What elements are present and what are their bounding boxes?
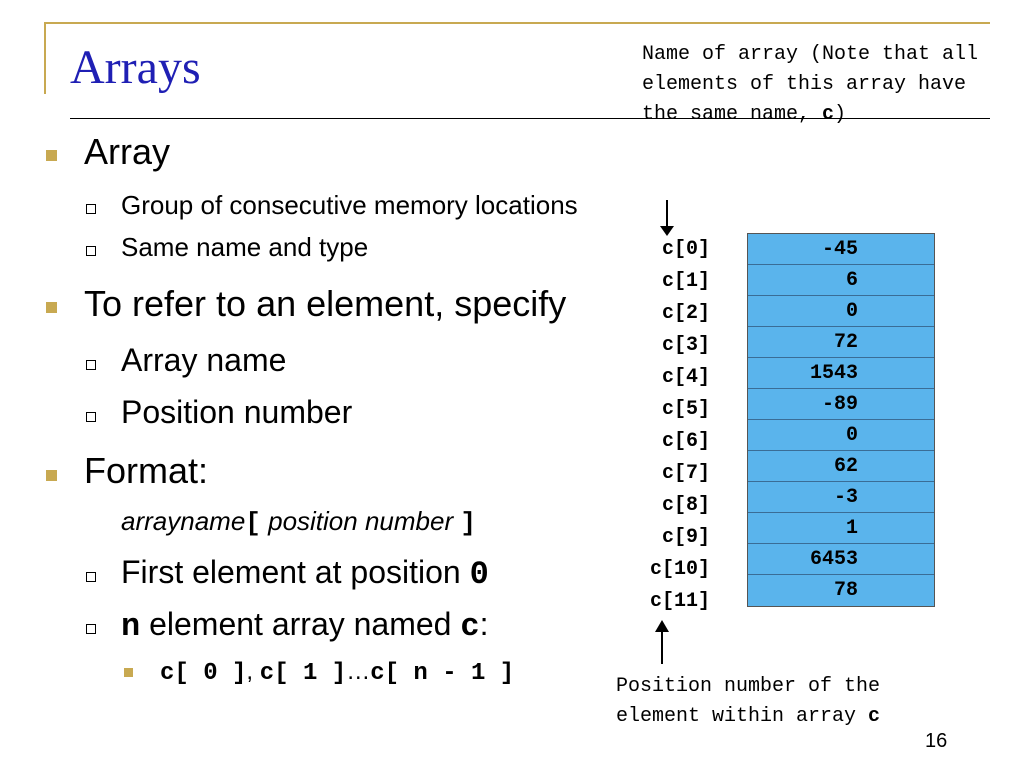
square-bullet-icon: [46, 302, 57, 313]
bullet-format: Format:: [84, 450, 209, 491]
frame-top-line: [44, 22, 990, 24]
array-name-note-suffix: ): [834, 103, 847, 126]
bullet-n-element: n element array named c:: [121, 606, 488, 645]
example-b: c[ 1 ]: [259, 660, 347, 687]
array-cell: 6: [748, 265, 934, 296]
position-number-note: Position number of the element within ar…: [616, 672, 976, 732]
first-element-code: 0: [469, 556, 489, 593]
array-cell: 72: [748, 327, 934, 358]
array-name-note-bold: c: [822, 103, 835, 126]
array-index-label: c[8]: [661, 494, 710, 517]
example-ellipsis: …: [346, 658, 371, 685]
hollow-square-bullet-icon: [86, 572, 96, 582]
example-comma: ,: [246, 658, 260, 685]
array-cell: 78: [748, 575, 934, 606]
array-index-label: c[0]: [661, 238, 710, 261]
array-cell: -89: [748, 389, 934, 420]
array-index-label: c[2]: [661, 302, 710, 325]
array-cell: 1543: [748, 358, 934, 389]
array-cell: 0: [748, 420, 934, 451]
bullet-array: Array: [84, 131, 171, 172]
page-number: 16: [925, 730, 948, 752]
n-element-text: element array named: [140, 606, 461, 642]
title-rule: [70, 118, 990, 119]
n-element-code-n: n: [121, 608, 141, 645]
bullet-group: Group of consecutive memory locations: [121, 190, 578, 220]
hollow-square-bullet-icon: [86, 360, 96, 370]
n-element-code-c: c: [460, 608, 480, 645]
array-index-label: c[7]: [661, 462, 710, 485]
first-element-text: First element at position: [121, 554, 470, 590]
format-position: position number: [260, 506, 461, 536]
square-bullet-icon: [46, 150, 57, 161]
array-index-label: c[6]: [661, 430, 710, 453]
slide-title: Arrays: [70, 41, 201, 94]
n-element-colon: :: [479, 606, 489, 642]
bullet-same: Same name and type: [121, 232, 369, 262]
bullet-refer: To refer to an element, specify: [84, 283, 567, 324]
array-index-label: c[5]: [661, 398, 710, 421]
array-labels: c[0] c[1] c[2] c[3] c[4] c[5] c[6] c[7] c[8] c[9]…: [620, 234, 710, 618]
down-arrow-icon: [660, 226, 674, 236]
bullet-first-element: First element at position 0: [121, 554, 489, 593]
up-arrow-icon: [655, 620, 669, 632]
array-cell: -45: [748, 234, 934, 265]
bottom-arrow-line: [661, 630, 663, 664]
hollow-square-bullet-icon: [86, 624, 96, 634]
bullet-position-number: Position number: [121, 394, 353, 430]
array-index-label: c[4]: [661, 366, 710, 389]
array-name-note: Name of array (Note that all elements of…: [642, 40, 982, 130]
format-line: arrayname[ position number ]: [121, 506, 476, 538]
array-cell: 62: [748, 451, 934, 482]
example-line: c[ 0 ], c[ 1 ]…c[ n - 1 ]: [160, 657, 514, 689]
array-index-label: c[9]: [661, 526, 710, 549]
small-square-bullet-icon: [124, 668, 133, 677]
position-note-text: Position number of the element within ar…: [616, 675, 881, 728]
format-close-bracket: ]: [460, 508, 476, 538]
hollow-square-bullet-icon: [86, 412, 96, 422]
array-index-label: c[10]: [649, 558, 710, 581]
array-name-note-text: Name of array (Note that all elements of…: [642, 43, 979, 126]
array-cell: -3: [748, 482, 934, 513]
array-cell: 0: [748, 296, 934, 327]
position-note-bold: c: [868, 705, 881, 728]
format-open-bracket: [: [245, 508, 261, 538]
example-a: c[ 0 ]: [160, 660, 247, 687]
example-c: c[ n - 1 ]: [370, 660, 515, 687]
frame-vertical-line: [44, 22, 46, 94]
square-bullet-icon: [46, 470, 57, 481]
format-arrayname: arrayname: [121, 506, 246, 536]
bullet-array-name: Array name: [121, 342, 287, 378]
array-cell: 6453: [748, 544, 934, 575]
hollow-square-bullet-icon: [86, 204, 96, 214]
array-cell: 1: [748, 513, 934, 544]
array-index-label: c[1]: [661, 270, 710, 293]
top-arrow-line: [666, 200, 668, 232]
array-index-label: c[11]: [649, 590, 710, 613]
array-index-label: c[3]: [661, 334, 710, 357]
hollow-square-bullet-icon: [86, 246, 96, 256]
